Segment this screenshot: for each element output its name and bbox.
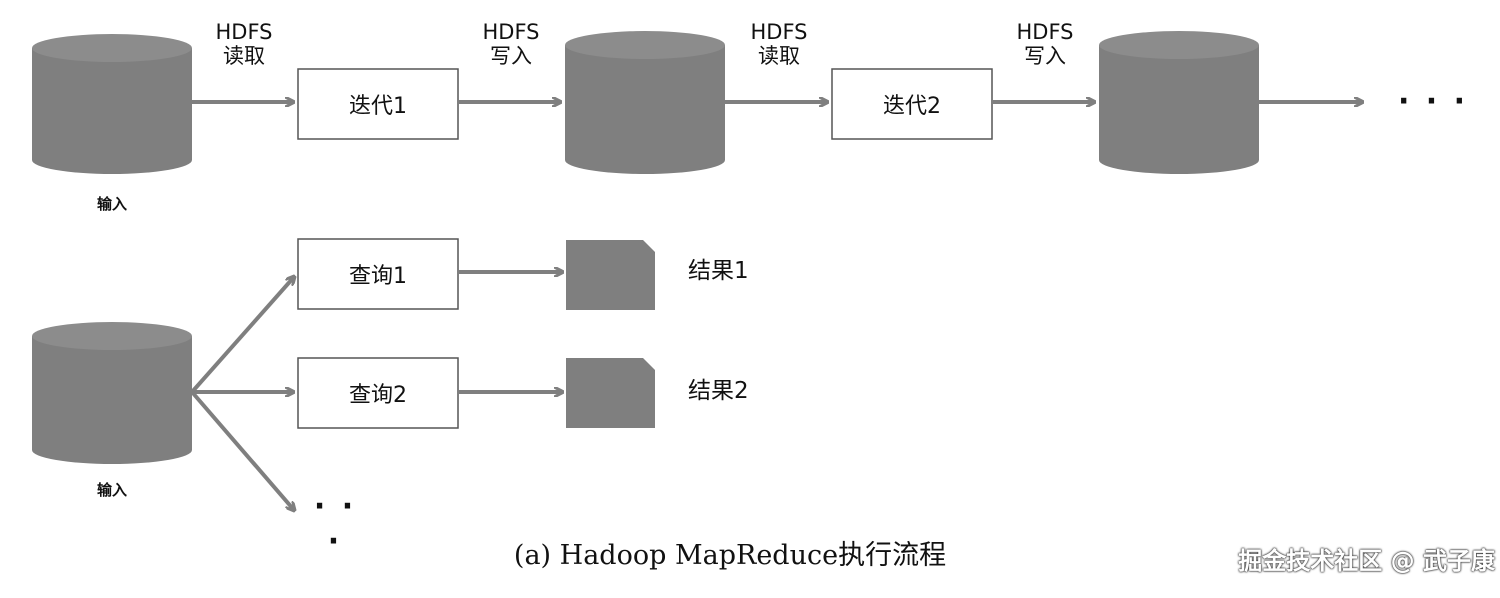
ellipsis-bottom: · · · bbox=[313, 489, 357, 559]
iteration-1-label: 迭代1 bbox=[349, 94, 407, 119]
query-2-label: 查询2 bbox=[349, 383, 407, 408]
result-2-document bbox=[566, 358, 655, 428]
input-label-top: 输入 bbox=[96, 195, 127, 213]
iteration-2-label: 迭代2 bbox=[883, 94, 941, 119]
storage-cylinder-2 bbox=[565, 31, 725, 174]
figure-caption: (a) Hadoop MapReduce执行流程 bbox=[513, 540, 947, 571]
input-cylinder-top bbox=[32, 34, 192, 174]
input-label-bottom: 输入 bbox=[96, 481, 127, 499]
iteration-2-box bbox=[831, 68, 993, 140]
arrow-to-query-1 bbox=[190, 277, 294, 394]
query-1-label: 查询1 bbox=[349, 264, 407, 289]
result-1-document bbox=[566, 240, 655, 310]
storage-cylinder-3 bbox=[1099, 31, 1259, 174]
result-1-label: 结果1 bbox=[688, 258, 749, 284]
hdfs-write-label-2: HDFS 写入 bbox=[1016, 20, 1074, 69]
result-2-label: 结果2 bbox=[688, 378, 749, 404]
hdfs-read-label-1: HDFS 读取 bbox=[215, 20, 273, 69]
query-2-box bbox=[297, 357, 459, 429]
ellipsis-top: · · · bbox=[1397, 84, 1469, 119]
hdfs-read-label-2: HDFS 读取 bbox=[750, 20, 808, 69]
input-cylinder-bottom bbox=[32, 322, 192, 464]
watermark: 掘金技术社区 @ 武子康 bbox=[1238, 547, 1495, 575]
arrow-to-more bbox=[190, 390, 294, 510]
hdfs-write-label-1: HDFS 写入 bbox=[482, 20, 540, 69]
